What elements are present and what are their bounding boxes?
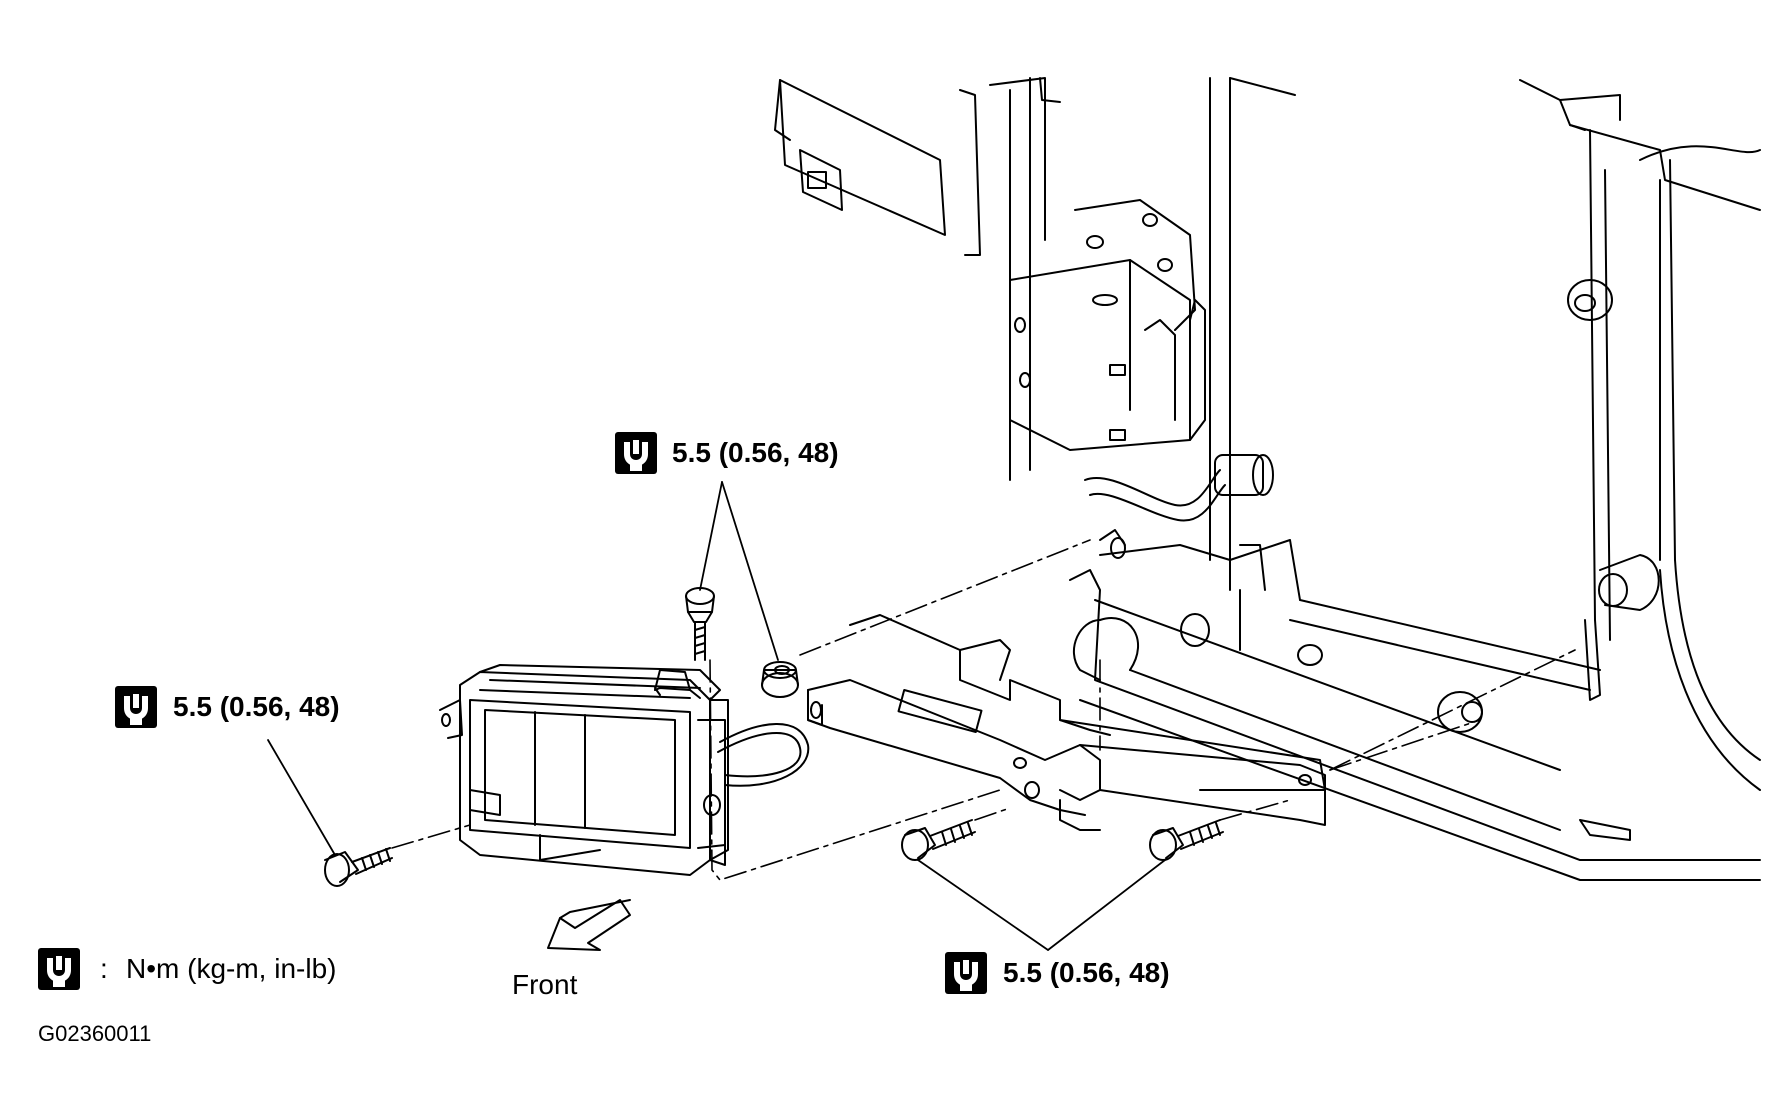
fog-lamp-bracket xyxy=(807,614,1326,831)
torque-wrench-icon xyxy=(115,686,157,728)
torque-label-top: 5.5 (0.56, 48) xyxy=(672,437,839,468)
upper-bolt xyxy=(685,587,715,661)
torque-wrench-icon xyxy=(615,432,657,474)
torque-wrench-icon xyxy=(945,952,987,994)
figure-code: G02360011 xyxy=(38,1021,152,1046)
lamp-side-bolt xyxy=(324,847,393,887)
leader-lines xyxy=(267,481,1166,951)
bracket-bolt-left xyxy=(901,819,976,861)
torque-label-bottom-right: 5.5 (0.56, 48) xyxy=(1003,957,1170,988)
torque-label-left: 5.5 (0.56, 48) xyxy=(173,691,340,722)
fog-lamp-assembly xyxy=(439,664,810,876)
front-direction-label: Front xyxy=(512,969,578,1000)
front-arrow-icon xyxy=(547,899,631,951)
legend-units: N•m (kg-m, in-lb) xyxy=(126,953,337,984)
retainer-nut xyxy=(761,661,799,698)
legend-separator: : xyxy=(100,953,108,984)
alignment-lines xyxy=(391,539,1576,881)
torque-wrench-icon xyxy=(38,948,80,990)
radiator-support-panel xyxy=(774,77,1761,881)
bracket-bolt-right xyxy=(1149,819,1224,861)
